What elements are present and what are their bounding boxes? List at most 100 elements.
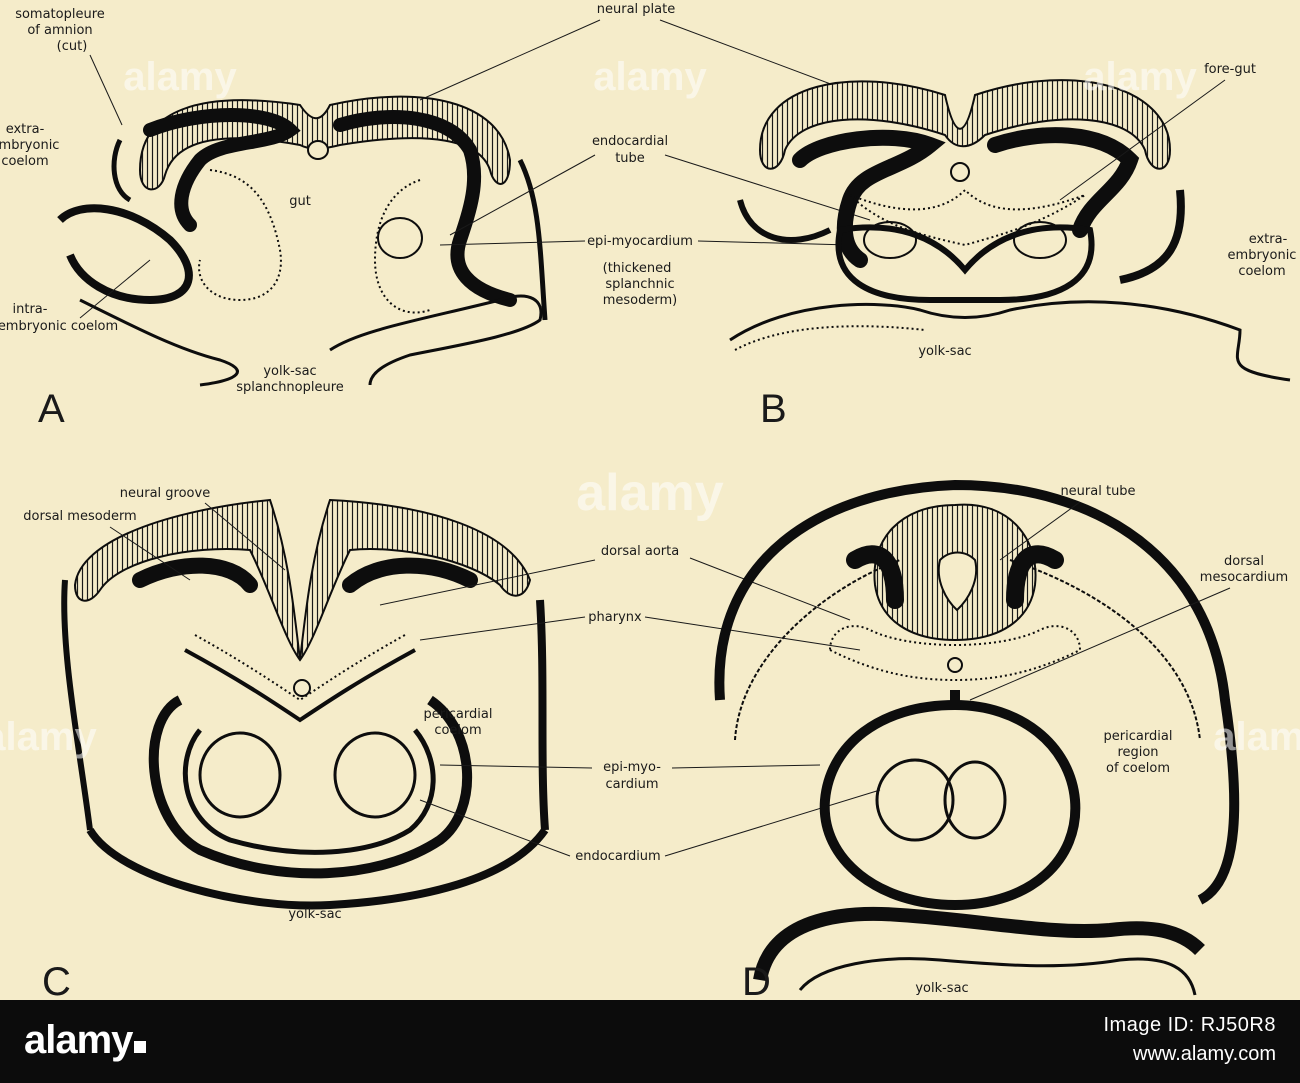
panel-c-pharynx-floor: [184, 648, 416, 723]
panel-a: somatopleure of amnion (cut) extra- embr…: [0, 7, 548, 431]
label-dorsal-aorta: dorsal aorta: [601, 544, 679, 559]
panel-c-heart-tube-left: [198, 731, 282, 819]
leader-a-intra: [79, 259, 151, 319]
panel-c-heart-tube-right: [333, 731, 417, 819]
label-a-somatopleure: somatopleure: [15, 7, 105, 22]
panel-b-endocardial-tube-right: [1013, 221, 1067, 259]
panel-a-letter: A: [38, 387, 65, 431]
leader-a-somatopleure: [89, 54, 123, 126]
panel-d-lower-mass: [753, 906, 1205, 982]
label-b-yolk-sac: yolk-sac: [918, 344, 971, 359]
panel-c-yolk-sac-wall: [86, 827, 549, 910]
panel-b-endocardial-tube-left: [863, 221, 917, 259]
label-d-dorsal: dorsal: [1224, 554, 1264, 569]
leader-dorsal-aorta-d: [689, 557, 851, 621]
label-epi-myo-1: epi-myo-: [603, 760, 661, 775]
label-thickened-3: mesoderm): [603, 293, 678, 308]
label-a-gut: gut: [289, 194, 311, 209]
leader-neural-plate-a: [419, 19, 601, 101]
panel-d: neural tube dorsal mesocardium pericardi…: [714, 479, 1288, 1000]
leader-d-mesocardium: [969, 587, 1231, 701]
label-a-cut: (cut): [57, 39, 88, 54]
leader-neural-plate-b: [659, 19, 861, 96]
leader-epi-myocardium-b: [697, 240, 851, 246]
label-a-extra-2: embryonic: [0, 138, 59, 153]
label-d-pericardial-1: pericardial: [1104, 729, 1173, 744]
watermark-5: alamy: [0, 715, 97, 759]
label-b-extra-1: extra-: [1249, 232, 1288, 247]
panel-a-gut-wall-left: [198, 169, 282, 302]
panel-b-body-wall-left: [737, 199, 832, 243]
panel-a-endocardial-tube: [377, 217, 423, 259]
label-thickened-1: (thickened: [603, 261, 672, 276]
leader-c-neural-groove: [204, 502, 286, 571]
leader-b-fore-gut: [1059, 79, 1226, 201]
panel-c-neural-groove: [73, 498, 532, 662]
label-a-yolk-1: yolk-sac: [263, 364, 316, 379]
label-neural-plate: neural plate: [597, 2, 675, 17]
label-c-dorsal-mesoderm: dorsal mesoderm: [23, 509, 136, 524]
panel-a-splanchnopleure: [79, 298, 239, 387]
leader-pharynx-c: [419, 616, 586, 641]
panel-c-dorsal-mesoderm-right: [342, 557, 478, 593]
leader-endocardial-a: [449, 154, 596, 236]
panel-a-mesoderm-left: [143, 108, 301, 232]
watermark-1: alamy: [123, 55, 237, 99]
panel-a-amnion-fold-left: [111, 138, 132, 203]
panel-d-yolk-sac-wall: [798, 957, 1197, 996]
label-epi-myo-2: cardium: [606, 777, 659, 792]
panel-a-amnion-fold-right: [517, 158, 548, 321]
panel-c-body-wall-right: [536, 599, 549, 831]
figure-canvas: somatopleure of amnion (cut) extra- embr…: [0, 0, 1300, 1000]
panel-b-heart-region: [835, 224, 1095, 303]
panel-d-neural-canal: [937, 551, 978, 612]
shared-labels-bottom: dorsal aorta pharynx epi-myo- cardium en…: [379, 544, 881, 864]
watermark-layer: alamy alamy alamy alamy alamy alamy: [0, 55, 1300, 759]
label-c-pericardial-1: pericardial: [424, 707, 493, 722]
footer-logo: alamy: [24, 1018, 147, 1063]
image-id: Image ID: RJ50R8: [1103, 1014, 1276, 1036]
panel-d-notochord: [947, 657, 963, 673]
panel-d-heart-right: [943, 760, 1007, 840]
leader-pharynx-d: [644, 616, 861, 651]
footer-info: Image ID: RJ50R8 www.alamy.com: [1103, 1014, 1276, 1066]
panel-b-body-wall-right: [1119, 189, 1185, 284]
panel-d-dorsal-mesoderm-right: [1006, 545, 1064, 609]
panel-d-letter: D: [742, 960, 771, 1000]
leader-endocardium-c: [419, 799, 571, 857]
label-d-mesocardium: mesocardium: [1200, 570, 1288, 585]
leader-epi-myo-d: [671, 764, 821, 769]
label-d-pericardial-2: region: [1117, 745, 1158, 760]
leader-dorsal-aorta-c: [379, 559, 596, 606]
panel-d-heart-left: [875, 758, 955, 842]
label-thickened-2: splanchnic: [605, 277, 674, 292]
label-b-fore-gut: fore-gut: [1204, 62, 1256, 77]
panel-c-pericardial-coelom-outer: [148, 695, 473, 879]
panel-c: neural groove dorsal mesoderm pericardia…: [23, 486, 549, 1000]
panel-b-neural-plate: [758, 79, 1172, 170]
panel-d-body-wall: [714, 479, 1240, 905]
panel-d-dorsal-mesoderm-left: [846, 545, 904, 609]
panel-d-outer-ectoderm: [734, 559, 1201, 741]
watermark-6: alamy: [1213, 715, 1300, 759]
logo-mark-icon: [134, 1041, 147, 1053]
watermark-3: alamy: [1083, 55, 1197, 99]
leader-epi-myo-c: [439, 764, 593, 769]
label-epi-myocardium: epi-myocardium: [587, 234, 693, 249]
panel-b-notochord: [950, 162, 970, 182]
panel-c-pericardial-coelom-inner: [182, 728, 436, 855]
panel-b-letter: B: [760, 387, 787, 431]
panel-a-mesoderm-right: [333, 110, 517, 307]
watermark-4: alamy: [576, 464, 724, 522]
panel-c-notochord: [293, 679, 311, 697]
panel-b: fore-gut extra- embryonic coelom yolk-sa…: [729, 62, 1297, 431]
panel-b-yolk-sac-lower: [734, 325, 926, 351]
panel-b-foregut: [849, 188, 1086, 247]
panel-d-pharynx: [828, 625, 1082, 682]
label-b-extra-2: embryonic: [1228, 248, 1297, 263]
label-a-yolk-2: splanchnopleure: [236, 380, 344, 395]
label-c-pericardial-2: coelom: [434, 723, 481, 738]
footer-url[interactable]: www.alamy.com: [1133, 1043, 1276, 1065]
label-d-neural-tube: neural tube: [1060, 484, 1135, 499]
leader-endocardium-d: [664, 789, 881, 857]
